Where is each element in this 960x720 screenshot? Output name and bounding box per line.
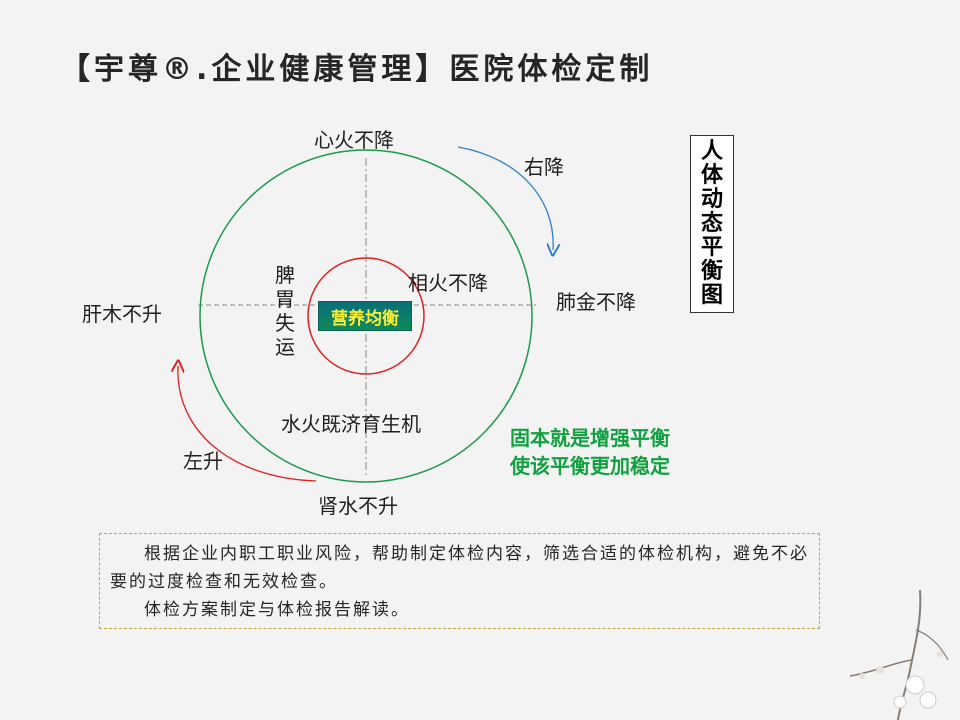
description-paragraph-1: 根据企业内职工职业风险，帮助制定体检内容，筛选合适的体检机构，避免不必要的过度检…	[110, 544, 809, 592]
bottom-label: 肾水不升	[318, 494, 398, 518]
inner-left-vertical-label: 脾胃失运	[275, 263, 295, 359]
description-paragraph-2: 体检方案制定与体检报告解读。	[144, 600, 410, 620]
inner-circle	[307, 257, 425, 375]
right-descend-arrow	[457, 146, 553, 250]
inner-upper-right-label: 相火不降	[408, 271, 488, 295]
plum-branch-decoration	[849, 590, 949, 720]
top-label: 心火不降	[314, 128, 394, 152]
green-note-line-1: 固本就是增强平衡	[510, 426, 670, 450]
left-ascend-arrow	[178, 366, 317, 482]
left-arrow-label: 左升	[183, 449, 223, 473]
center-badge: 营养均衡	[318, 301, 412, 331]
page-title: 【宇尊®.企业健康管理】医院体检定制	[60, 52, 654, 87]
inner-bottom-label: 水火既济育生机	[281, 412, 421, 436]
side-label-box: 人体动态平衡图	[690, 135, 734, 313]
right-label: 肺金不降	[556, 290, 636, 314]
right-arrow-label: 右降	[524, 155, 564, 179]
green-note: 固本就是增强平衡 使该平衡更加稳定	[510, 424, 730, 480]
description-box: 根据企业内职工职业风险，帮助制定体检内容，筛选合适的体检机构，避免不必要的过度检…	[99, 533, 820, 629]
left-label: 肝木不升	[82, 302, 162, 326]
side-label: 人体动态平衡图	[700, 139, 723, 308]
green-note-line-2: 使该平衡更加稳定	[510, 454, 670, 478]
outer-circle	[199, 149, 533, 483]
